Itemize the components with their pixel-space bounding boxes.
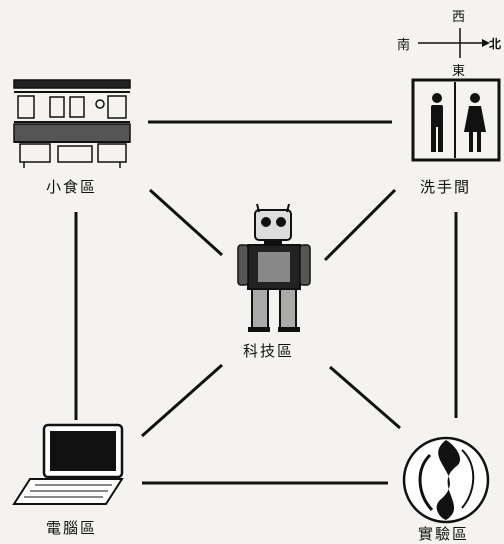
line-tech-computer	[141, 363, 223, 438]
computer-area-label: 電腦區	[46, 519, 98, 537]
line-snack-tech	[148, 188, 224, 257]
compass-east-label: 東	[452, 64, 466, 79]
lab-area-label: 實驗區	[418, 525, 470, 543]
compass-south-label: 南	[397, 38, 411, 53]
tech-area-label: 科技區	[243, 342, 295, 360]
compass-arrow-north	[482, 39, 490, 47]
restroom-label: 洗手間	[420, 178, 472, 196]
compass-west-label: 西	[452, 10, 466, 25]
connection-lines	[74, 120, 458, 485]
line-tech-lab	[329, 365, 401, 430]
compass	[418, 28, 490, 58]
snack-area-label: 小食區	[46, 178, 98, 196]
swirl-orb-icon	[402, 436, 490, 524]
restroom-icon	[411, 78, 501, 162]
robot-icon	[237, 203, 311, 332]
compass-north-label: 北	[489, 37, 502, 51]
snack-bar-icon	[13, 79, 131, 168]
line-restroom-tech	[323, 188, 397, 262]
laptop-icon	[12, 423, 124, 505]
